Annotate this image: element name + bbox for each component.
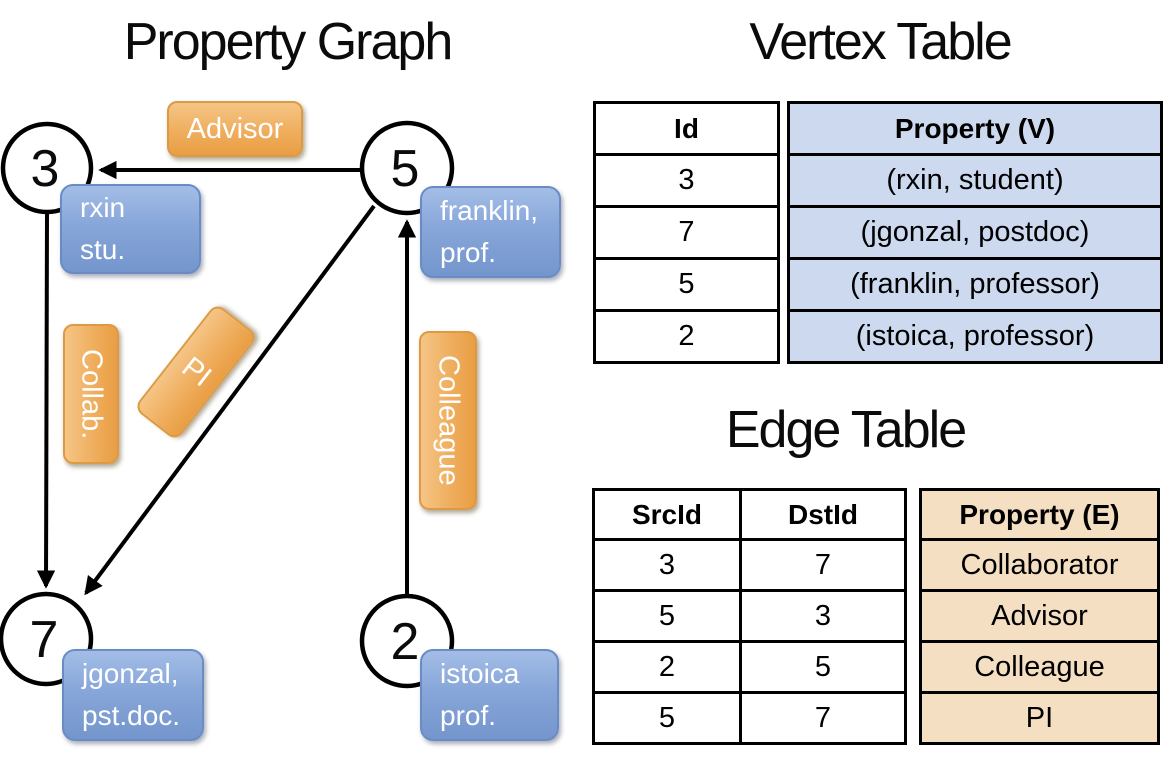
edge-table-cell-dst: 3 [739, 589, 907, 643]
vertex-table-title: Vertex Table [749, 13, 1012, 71]
property-graph-title: Property Graph [123, 13, 454, 71]
vertex-pill-jgonzal-line2: pst.doc. [82, 700, 181, 731]
edge-5-to-7-pi [84, 204, 376, 596]
edge-label-collab: Collab. [63, 324, 119, 464]
vertex-table: Id 3 7 5 2 Property (V) (rxin, student) … [593, 101, 1163, 364]
edge-table-cell-property: PI [919, 691, 1160, 745]
vertex-pill-franklin-line2: prof. [440, 237, 497, 268]
vertex-table-cell-id: 2 [593, 309, 780, 364]
edge-table-cell-property: Colleague [919, 640, 1160, 694]
edge-table-cell-property: Collaborator [919, 538, 1160, 592]
edge-table-title: Edge Table [725, 401, 967, 459]
edge-label-advisor: Advisor [167, 101, 303, 157]
edge-table-id-columns: SrcId DstId 3 7 5 3 2 5 5 7 [592, 488, 907, 745]
vertex-pill-franklin-line1: franklin, [440, 195, 539, 226]
vertex-table-cell-property: (franklin, professor) [787, 257, 1163, 312]
edge-3-to-7-collab [36, 212, 56, 589]
edge-label-colleague-text: Colleague [432, 355, 465, 486]
vertex-table-cell-property: (jgonzal, postdoc) [787, 205, 1163, 260]
vertex-pill-rxin-line1: rxin [80, 192, 126, 223]
vertex-pill-istoica-line2: prof. [440, 700, 497, 731]
edge-table-header-dstid: DstId [739, 488, 907, 541]
vertex-table-header-id: Id [593, 101, 780, 156]
vertex-pill-franklin: franklin, prof. [420, 186, 561, 278]
edge-table-cell-src: 5 [592, 691, 742, 745]
edge-table-cell-src: 2 [592, 640, 742, 694]
vertex-table-cell-property: (istoica, professor) [787, 309, 1163, 364]
edge-table-cell-src: 5 [592, 589, 742, 643]
vertex-pill-rxin: rxin stu. [60, 184, 201, 274]
vertex-table-id-column: Id 3 7 5 2 [593, 101, 780, 364]
edge-table-cell-dst: 7 [739, 538, 907, 592]
edge-table-cell-dst: 5 [739, 640, 907, 694]
edge-table-property-column: Property (E) Collaborator Advisor Collea… [919, 488, 1160, 745]
edge-label-collab-text: Collab. [75, 348, 108, 440]
vertex-table-cell-id: 3 [593, 153, 780, 208]
edge-table-header-property: Property (E) [919, 488, 1160, 541]
edge-table-cell-src: 3 [592, 538, 742, 592]
edge-table-cell-dst: 7 [739, 691, 907, 745]
edge-table-cell-property: Advisor [919, 589, 1160, 643]
edge-label-colleague: Colleague [419, 331, 477, 510]
vertex-pill-istoica-line1: istoica [440, 658, 520, 689]
vertex-table-property-column: Property (V) (rxin, student) (jgonzal, p… [787, 101, 1163, 364]
vertex-table-header-property: Property (V) [787, 101, 1163, 156]
edge-label-pi-text: PI [175, 350, 217, 393]
edge-label-advisor-text: Advisor [186, 112, 284, 145]
vertex-pill-jgonzal: jgonzal, pst.doc. [62, 649, 204, 741]
vertex-pill-istoica: istoica prof. [420, 649, 559, 741]
vertex-pill-rxin-line2: stu. [80, 234, 126, 265]
node-3-id: 3 [31, 140, 60, 198]
edge-table-header-srcid: SrcId [592, 488, 742, 541]
node-2-id: 2 [391, 613, 420, 671]
vertex-pill-jgonzal-line1: jgonzal, [82, 658, 179, 689]
node-7-id: 7 [30, 611, 59, 669]
vertex-table-cell-id: 5 [593, 257, 780, 312]
vertex-table-cell-id: 7 [593, 205, 780, 260]
edge-table: SrcId DstId 3 7 5 3 2 5 5 7 Property (E)… [592, 488, 1160, 745]
vertex-table-cell-property: (rxin, student) [787, 153, 1163, 208]
node-5-id: 5 [391, 140, 420, 198]
